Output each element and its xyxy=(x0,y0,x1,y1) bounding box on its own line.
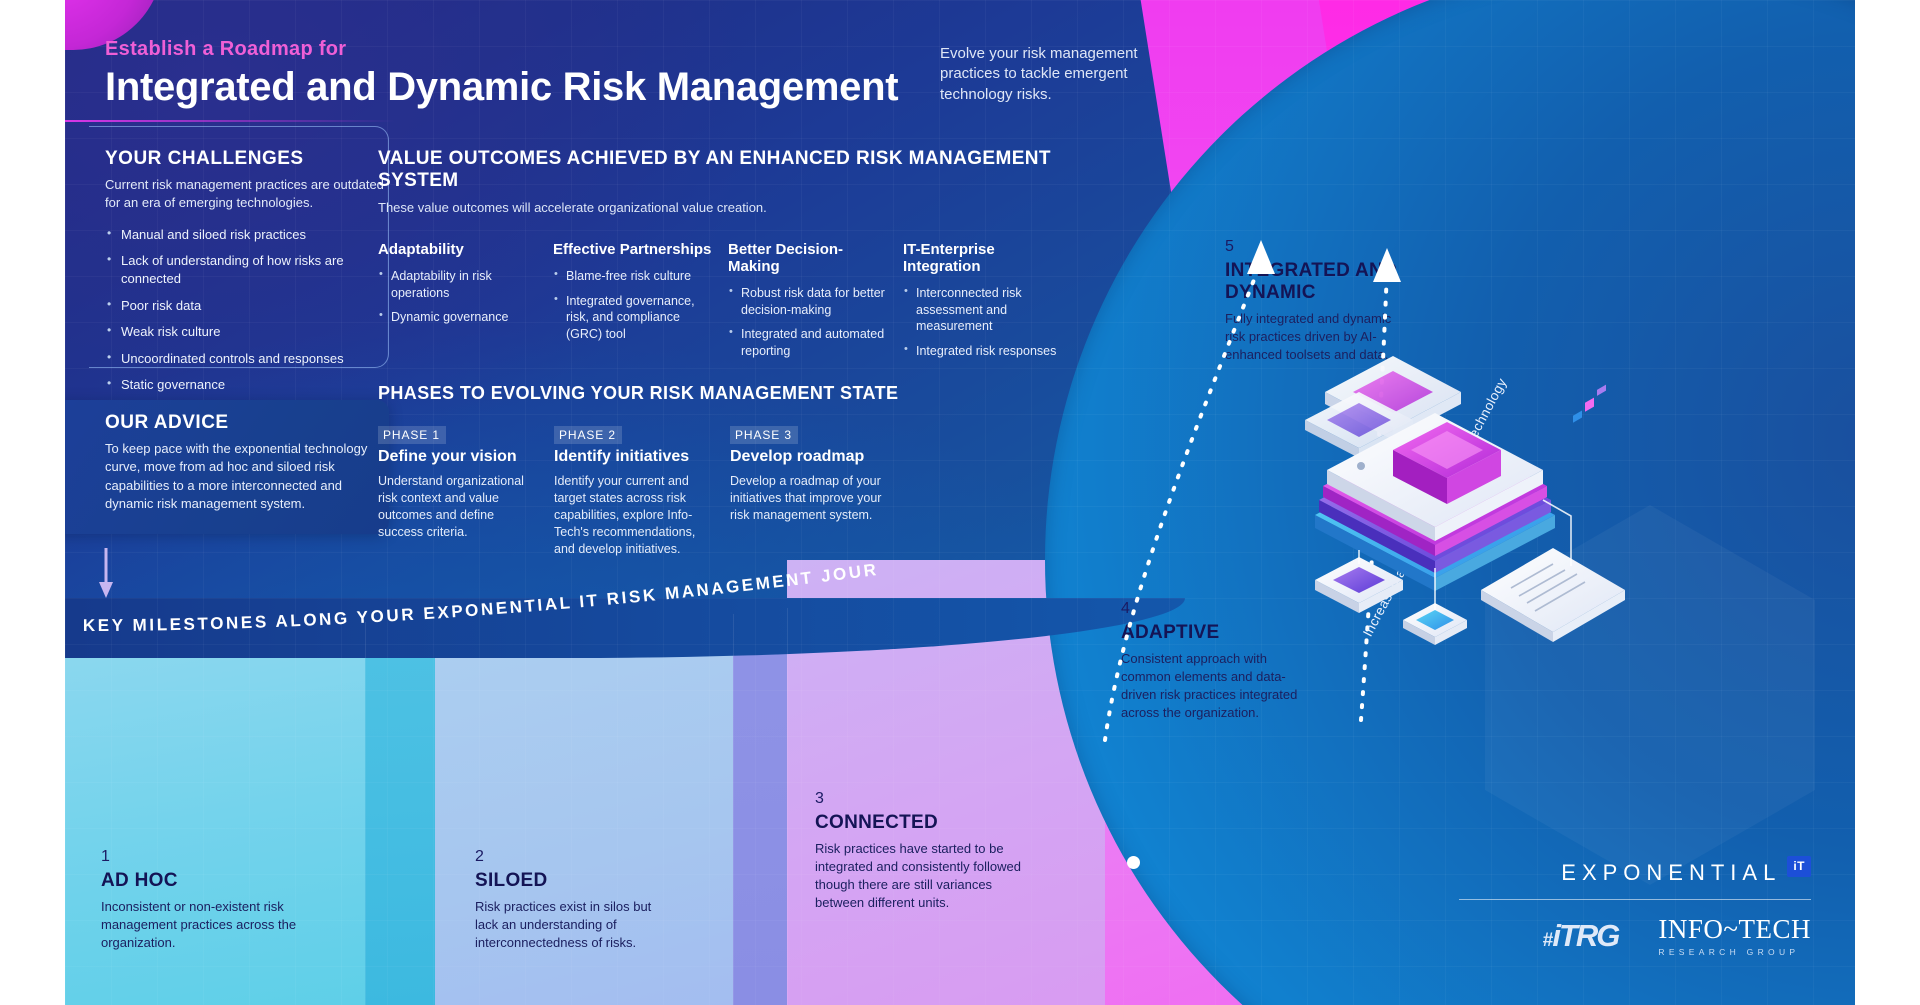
milestone-body: Inconsistent or non-existent risk manage… xyxy=(101,899,297,950)
value-outcomes-section: VALUE OUTCOMES ACHIEVED BY AN ENHANCED R… xyxy=(378,148,1078,368)
phase-body: Understand organizational risk context a… xyxy=(378,474,524,539)
challenges-subtitle: Current risk management practices are ou… xyxy=(105,177,384,210)
header-eyebrow: Establish a Roadmap for xyxy=(105,38,347,60)
isometric-platform-illustration xyxy=(1305,356,1625,645)
it-badge-icon: iT xyxy=(1787,856,1811,877)
milestone-number: 1 xyxy=(101,848,110,865)
itrg-logo: # iTRG xyxy=(1542,917,1621,954)
exponential-wordmark: EXPONENTIAL xyxy=(1561,860,1782,885)
partner-logos: # iTRG INFO~TECH RESEARCH GROUP xyxy=(1401,914,1811,957)
advice-panel xyxy=(65,400,389,534)
phases-title: PHASES TO EVOLVING YOUR RISK MANAGEMENT … xyxy=(378,383,899,403)
challenges-panel-border xyxy=(89,126,389,368)
phase-chip: PHASE 2 xyxy=(554,426,622,444)
list-item: Lack of understanding of how risks are c… xyxy=(105,251,385,287)
challenges-section: YOUR CHALLENGES Current risk management … xyxy=(105,148,385,429)
challenges-title: YOUR CHALLENGES xyxy=(105,148,304,169)
milestone-body: Risk practices exist in silos but lack a… xyxy=(475,899,652,950)
milestone-number: 3 xyxy=(815,790,824,807)
milestone-name: ADAPTIVE xyxy=(1121,622,1220,643)
milestones-headline: KEY MILESTONES ALONG YOUR EXPONENTIAL IT… xyxy=(65,560,895,655)
header-divider xyxy=(65,120,395,122)
phases-section: PHASES TO EVOLVING YOUR RISK MANAGEMENT … xyxy=(378,383,938,557)
info-tech-wordmark: INFO~TECH xyxy=(1658,914,1811,944)
list-item: Blame-free risk culture xyxy=(553,267,714,285)
phase-card-3: PHASE 3 Develop roadmap Develop a roadma… xyxy=(730,426,906,557)
list-item: Interconnected risk assessment and measu… xyxy=(903,284,1064,335)
advice-body: To keep pace with the exponential techno… xyxy=(105,441,368,512)
value-column-effective-partnerships: Effective Partnerships Blame-free risk c… xyxy=(553,241,728,368)
milestone-card-1: 1 AD HOC Inconsistent or non-existent ri… xyxy=(101,848,301,952)
value-column-better-decision-making: Better Decision-Making Robust risk data … xyxy=(728,241,903,368)
down-arrow-icon xyxy=(99,548,113,598)
phase-name: Identify initiatives xyxy=(554,448,690,465)
milestone-separator xyxy=(365,622,366,1005)
logo-divider xyxy=(1459,899,1811,900)
phase-body: Identify your current and target states … xyxy=(554,474,696,556)
list-item: Integrated risk responses xyxy=(903,342,1064,360)
ribbon-band-divider-1 xyxy=(365,618,440,1005)
milestone-body: Fully integrated and dynamic risk practi… xyxy=(1225,311,1392,362)
milestone-separator xyxy=(733,614,734,1005)
advice-title: OUR ADVICE xyxy=(105,412,229,433)
advice-section: OUR ADVICE To keep pace with the exponen… xyxy=(105,412,373,514)
value-outcomes-columns: Adaptability Adaptability in risk operat… xyxy=(378,241,1078,368)
milestone-number: 5 xyxy=(1225,238,1234,255)
value-column-it-enterprise-integration: IT-Enterprise Integration Interconnected… xyxy=(903,241,1078,368)
info-tech-tagline: RESEARCH GROUP xyxy=(1658,947,1800,957)
milestone-separator xyxy=(787,608,788,1005)
logo-cluster: EXPONENTIAL iT # iTRG INFO~TECH RESEARCH… xyxy=(1401,856,1811,957)
ribbon-band-divider-2 xyxy=(733,606,795,1005)
milestone-card-3: 3 CONNECTED Risk practices have started … xyxy=(815,790,1030,912)
list-item: Poor risk data xyxy=(105,296,385,315)
value-column-heading: Effective Partnerships xyxy=(553,241,712,258)
milestone-card-2: 2 SILOED Risk practices exist in silos b… xyxy=(475,848,670,952)
milestone-body: Consistent approach with common elements… xyxy=(1121,651,1298,720)
milestone-name: SILOED xyxy=(475,870,548,891)
phase-chip: PHASE 3 xyxy=(730,426,798,444)
milestone-body: Risk practices have started to be integr… xyxy=(815,841,1021,910)
list-item: Uncoordinated controls and responses xyxy=(105,349,385,368)
phase-card-2: PHASE 2 Identify initiatives Identify yo… xyxy=(554,426,730,557)
itrg-wordmark: iTRG xyxy=(1552,917,1620,953)
phase-card-1: PHASE 1 Define your vision Understand or… xyxy=(378,426,554,557)
milestone-name: CONNECTED xyxy=(815,812,939,833)
milestones-headline-text: KEY MILESTONES ALONG YOUR EXPONENTIAL IT… xyxy=(65,560,880,635)
exponential-it-logo: EXPONENTIAL iT xyxy=(1401,856,1811,886)
phase-body: Develop a roadmap of your initiatives th… xyxy=(730,474,882,522)
list-item: Robust risk data for better decision-mak… xyxy=(728,284,889,318)
info-tech-logo: INFO~TECH RESEARCH GROUP xyxy=(1658,914,1811,957)
phase-name: Develop roadmap xyxy=(730,448,865,465)
challenges-list: Manual and siloed risk practices Lack of… xyxy=(105,225,385,420)
hash-icon: # xyxy=(1542,929,1553,951)
header-subtitle: Evolve your risk management practices to… xyxy=(940,45,1138,103)
phase-chip: PHASE 1 xyxy=(378,426,446,444)
list-item: Dynamic governance xyxy=(378,308,539,326)
poster-header: Establish a Roadmap for Integrated and D… xyxy=(105,38,899,110)
value-column-heading: Adaptability xyxy=(378,241,464,258)
page-title: Integrated and Dynamic Risk Management xyxy=(105,65,899,109)
value-outcomes-title: VALUE OUTCOMES ACHIEVED BY AN ENHANCED R… xyxy=(378,148,1051,191)
value-column-heading: Better Decision-Making xyxy=(728,241,844,275)
milestone-name: AD HOC xyxy=(101,870,178,891)
milestone-card-4: 4 ADAPTIVE Consistent approach with comm… xyxy=(1121,600,1301,722)
infographic-poster: Establish a Roadmap for Integrated and D… xyxy=(65,0,1855,1005)
list-item: Weak risk culture xyxy=(105,322,385,341)
list-item: Static governance xyxy=(105,375,385,394)
value-column-heading: IT-Enterprise Integration xyxy=(903,241,995,275)
phase-name: Define your vision xyxy=(378,448,517,465)
curve-caption-dot xyxy=(1127,856,1140,869)
value-column-adaptability: Adaptability Adaptability in risk operat… xyxy=(378,241,553,368)
milestone-number: 4 xyxy=(1121,600,1130,617)
list-item: Adaptability in risk operations xyxy=(378,267,539,301)
list-item: Manual and siloed risk practices xyxy=(105,225,385,244)
list-item: Integrated and automated reporting xyxy=(728,325,889,359)
phases-columns: PHASE 1 Define your vision Understand or… xyxy=(378,426,938,557)
list-item: Integrated governance, risk, and complia… xyxy=(553,292,714,343)
milestone-number: 2 xyxy=(475,848,484,865)
value-outcomes-subtitle: These value outcomes will accelerate org… xyxy=(378,200,767,215)
